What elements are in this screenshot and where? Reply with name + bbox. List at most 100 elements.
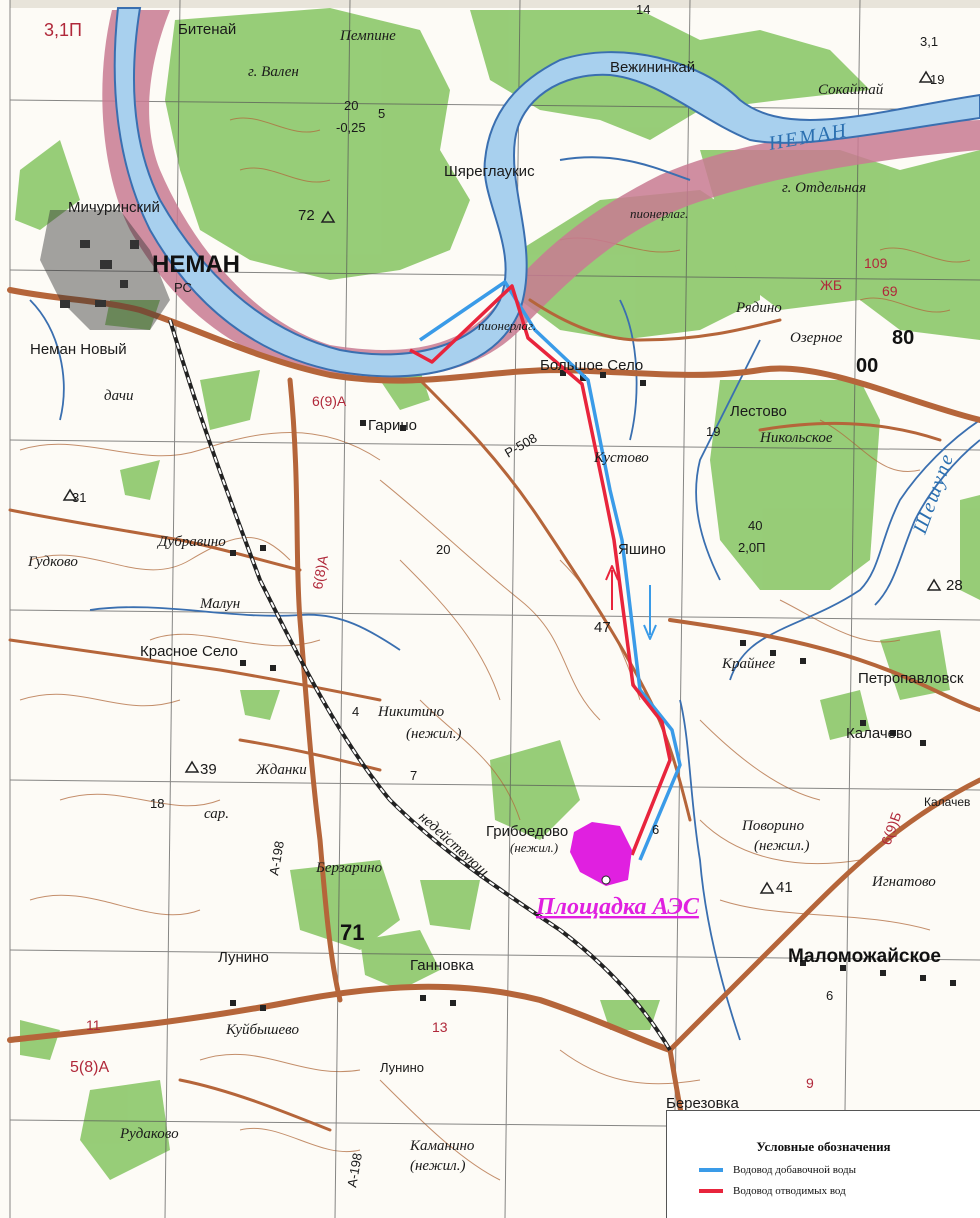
map-number: 71 — [340, 920, 364, 945]
neman-town — [40, 210, 170, 330]
discharge-water-pipeline — [409, 284, 672, 856]
map-number: 20 — [344, 98, 358, 113]
village-label: Неман Новый — [30, 341, 127, 358]
railway — [168, 319, 672, 1052]
map-number: 11 — [86, 1017, 101, 1033]
map-number: 19 — [706, 424, 720, 439]
map-number: 6(8)А — [309, 553, 331, 590]
map-number: 31 — [72, 490, 86, 505]
village-label: Дубравино — [156, 534, 226, 550]
legend-item-makeup-water: Водовод добавочной воды — [699, 1164, 980, 1176]
village-label: Калачев — [924, 795, 970, 809]
village-label: Лунино — [380, 1060, 424, 1075]
village-label: Куйбышево — [225, 1022, 299, 1038]
map-number: 13 — [432, 1019, 448, 1035]
village-label: Шяреглаукис — [444, 163, 535, 180]
neman-river — [113, 7, 980, 378]
map-number: 39 — [200, 761, 217, 778]
village-label: Яшино — [618, 541, 666, 558]
village-label: Кустово — [593, 450, 649, 466]
village-label: г. Отдельная — [782, 180, 866, 196]
streams — [29, 299, 980, 1041]
village-label: дачи — [104, 388, 134, 404]
town-label-neman: НЕМАН — [152, 251, 240, 278]
village-label: Крайнее — [721, 656, 776, 672]
map-number: 40 — [748, 518, 762, 533]
legend-swatch-blue — [699, 1168, 723, 1172]
neman-floodplain — [102, 10, 980, 378]
map-number: А-198 — [344, 1152, 365, 1189]
village-label: Никольское — [759, 430, 833, 446]
village-label: РС — [174, 280, 192, 295]
pipelines — [409, 280, 682, 861]
map-number: ЖБ — [820, 277, 842, 293]
village-label: Гарино — [368, 417, 417, 434]
town-label-bolshoe-selo: Большое Село — [540, 357, 643, 374]
map-legend: Условные обозначения Водовод добавочной … — [666, 1110, 980, 1218]
village-label: (нежил.) — [410, 1158, 465, 1174]
map-number: 5(8)А — [70, 1059, 109, 1076]
village-label: Гудково — [27, 554, 78, 570]
legend-item-discharge-water: Водовод отводимых вод — [699, 1185, 980, 1197]
map-number: 14 — [636, 2, 650, 17]
village-label: Пемпине — [339, 28, 396, 44]
village-label: Никитино — [377, 704, 445, 720]
map-number: 69 — [882, 283, 898, 299]
village-label: Грибоедово — [486, 823, 568, 840]
forest-areas — [15, 8, 980, 1180]
map-number: 6 — [826, 988, 833, 1003]
map-number: 28 — [946, 577, 963, 594]
map-number: 4 — [352, 704, 359, 719]
legend-title: Условные обозначения — [756, 1139, 891, 1154]
town-label-berezovka: Березовка — [666, 1095, 739, 1112]
map-number: 7 — [410, 768, 417, 783]
town-label-petropavlovsk: Петропавловск — [858, 670, 964, 687]
village-label: (нежил.) — [754, 838, 809, 854]
map-number: А-198 — [266, 840, 287, 877]
npp-site — [570, 822, 632, 886]
village-label: Лунино — [218, 949, 269, 966]
village-label: Мичуринский — [68, 199, 160, 216]
flow-arrow-down — [643, 585, 657, 640]
npp-site-label: Площадка АЭС — [535, 894, 700, 920]
village-label: Игнатово — [871, 874, 936, 890]
map-number: 2,0П — [738, 540, 765, 555]
map-number: 6 — [652, 822, 659, 837]
village-label: Жданки — [255, 762, 307, 778]
map-number: -0,25 — [336, 120, 366, 135]
village-label: пионерлаг. — [630, 206, 688, 221]
town-label-krasnoe-selo: Красное Село — [140, 643, 238, 660]
map-number: 41 — [776, 879, 793, 896]
village-label: Рядино — [735, 300, 782, 316]
village-label: г. Вален — [248, 64, 299, 80]
legend-swatch-red — [699, 1189, 723, 1193]
elevation-points — [62, 70, 942, 894]
map-number: 109 — [864, 255, 888, 271]
map-number: 19 — [930, 72, 944, 87]
map-number: 3,1П — [44, 20, 82, 40]
legend-label: Водовод отводимых вод — [733, 1185, 846, 1197]
map-number: 5 — [378, 106, 385, 121]
map-number: 72 — [298, 207, 315, 224]
village-label: Каманино — [409, 1138, 475, 1154]
map-number: 20 — [436, 542, 450, 557]
map-number: 18 — [150, 796, 164, 811]
roads — [7, 287, 980, 1218]
makeup-water-pipeline — [419, 280, 682, 861]
town-label-malomozhaiskoe: Маломожайское — [788, 946, 941, 967]
legend-label: Водовод добавочной воды — [733, 1164, 857, 1176]
village-label: Озерное — [790, 330, 843, 346]
village-label: Берзарино — [315, 860, 383, 876]
village-label: Лестово — [730, 403, 787, 420]
village-label: сар. — [204, 806, 229, 822]
map-number: 9 — [806, 1075, 814, 1091]
village-label: Битенай — [178, 21, 236, 38]
map-number: 47 — [594, 619, 611, 636]
flow-arrow-up — [605, 565, 619, 610]
village-label: Ганновка — [410, 957, 474, 974]
village-label: Сокайтай — [818, 82, 884, 98]
village-label: Вежининкай — [610, 59, 695, 76]
village-label: Калачево — [846, 725, 912, 742]
village-label: пионерлаг. — [478, 318, 536, 333]
